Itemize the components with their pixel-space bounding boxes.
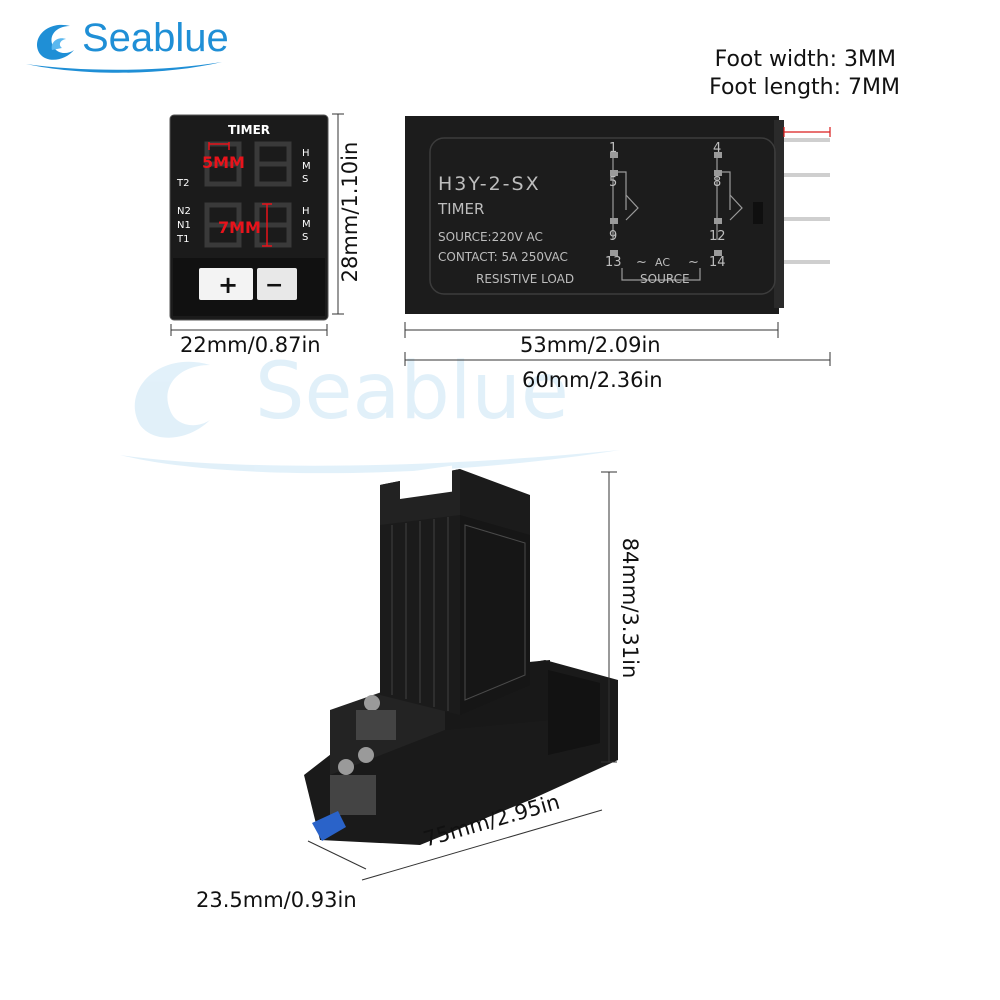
pin-8: 8	[713, 175, 721, 190]
digit-height-top: 5MM	[202, 153, 245, 172]
hms-top-m: M	[302, 161, 311, 172]
load-label: RESISTIVE LOAD	[476, 272, 574, 286]
foot-length-label: Foot length: 7MM	[709, 75, 900, 100]
label-n1: N1	[177, 220, 191, 231]
timer-with-socket-assembly	[304, 465, 618, 845]
source-tag: SOURCE	[640, 272, 690, 286]
pin-13: 13	[605, 255, 622, 270]
plus-button	[199, 268, 253, 300]
front-height-dimension-line	[332, 113, 344, 315]
pin-9: 9	[609, 229, 617, 244]
hms-bottom-m: M	[302, 219, 311, 230]
tilde-right: ~	[688, 255, 699, 270]
hms-bottom-s: S	[302, 232, 308, 243]
din-clip	[312, 811, 346, 841]
base-width-label: 23.5mm/0.93in	[196, 888, 357, 912]
total-length-label: 60mm/2.36in	[522, 368, 663, 392]
digit-height-bottom: 7MM	[218, 218, 261, 237]
watermark-text: Seablue	[255, 347, 569, 437]
base-width-dimension-line	[307, 840, 367, 870]
top-digits	[204, 141, 292, 187]
ac-label: AC	[655, 256, 670, 269]
pin-14: 14	[709, 255, 726, 270]
hms-top-s: S	[302, 174, 308, 185]
hms-top-h: H	[302, 148, 310, 159]
side-length-label: 53mm/2.09in	[520, 333, 661, 357]
base-length-dimension-line	[361, 809, 603, 881]
contact-label: CONTACT: 5A 250VAC	[438, 250, 568, 264]
pin-4: 4	[713, 141, 721, 156]
minus-button	[257, 268, 297, 300]
source-label: SOURCE:220V AC	[438, 230, 543, 244]
front-panel-view: TIMER 5MM 7MM T2 N2 N1 T1 H M S H M S	[169, 114, 329, 321]
front-height-label: 28mm/1.10in	[338, 141, 362, 283]
assembly-height-dimension-line	[601, 471, 617, 763]
model-label: H3Y-2-SX	[438, 173, 541, 195]
pin-5: 5	[609, 175, 617, 190]
pin-1: 1	[609, 141, 617, 156]
panel-title: TIMER	[228, 123, 270, 137]
brand-logo: Seablue	[22, 14, 232, 74]
assembly-height-label: 84mm/3.31in	[618, 537, 642, 679]
side-length-dimension-line	[404, 322, 831, 366]
watermark: Seablue	[120, 347, 620, 474]
front-width-dimension-line	[170, 324, 328, 336]
label-t2: T2	[176, 178, 189, 189]
foot-width-label: Foot width: 3MM	[714, 47, 896, 72]
bottom-digits	[204, 202, 292, 248]
label-n2: N2	[177, 206, 191, 217]
front-width-label: 22mm/0.87in	[180, 333, 321, 357]
brand-name: Seablue	[82, 16, 229, 60]
side-view: H3Y-2-SX TIMER SOURCE:220V AC CONTACT: 5…	[405, 116, 831, 314]
pin-12: 12	[709, 229, 726, 244]
tilde-left: ~	[636, 255, 647, 270]
type-label: TIMER	[437, 200, 484, 218]
minus-label: −	[265, 273, 283, 298]
label-t1: T1	[176, 234, 189, 245]
wave-logo-icon	[26, 24, 222, 73]
hms-bottom-h: H	[302, 206, 310, 217]
plus-label: +	[218, 271, 238, 299]
